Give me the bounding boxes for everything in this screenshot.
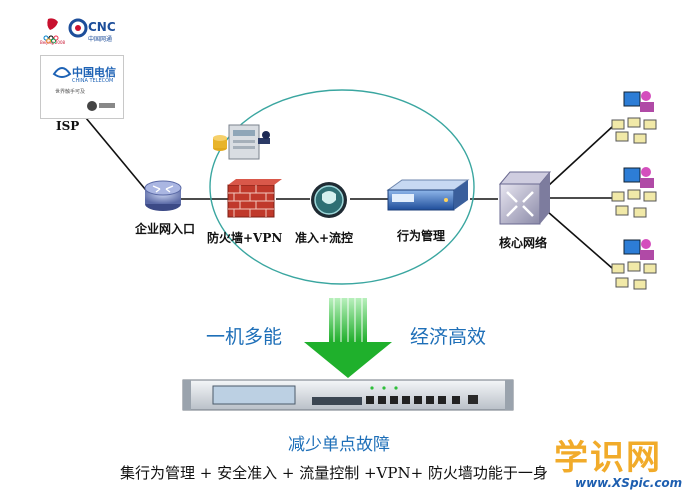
server-icon bbox=[213, 124, 270, 160]
behavior-appliance-icon bbox=[386, 179, 470, 211]
beijing-olympic-logo bbox=[42, 16, 64, 44]
china-telecom-en: CHINA TELECOM bbox=[72, 78, 114, 84]
cnc-logo-text: CNC bbox=[88, 20, 116, 34]
client-group-1 bbox=[611, 91, 657, 144]
consolidation-arrow bbox=[304, 298, 392, 378]
slogan-bottom: 减少单点故障 bbox=[288, 435, 390, 455]
behavior-label: 行为管理 bbox=[397, 229, 446, 243]
link-core-client-1 bbox=[547, 126, 613, 187]
china-telecom-logo-icon bbox=[52, 64, 72, 84]
firewall-label: 防火墙+VPN bbox=[207, 231, 283, 245]
china-telecom-slogan: 世界触手可及 bbox=[55, 89, 86, 95]
link-isp-router bbox=[85, 117, 151, 196]
isp-logo-panel bbox=[40, 55, 124, 119]
isp-label: ISP bbox=[56, 119, 80, 133]
client-group-2 bbox=[611, 167, 657, 218]
client-group-3 bbox=[611, 239, 657, 290]
integration-ellipse bbox=[209, 89, 475, 285]
cnc-logo-sub: 中国网通 bbox=[88, 36, 113, 43]
firewall-icon bbox=[227, 179, 282, 218]
cnc-logo-icon bbox=[68, 18, 88, 42]
watermark-url: www.XSpic.com bbox=[575, 476, 682, 490]
slogan-right: 经济高效 bbox=[410, 326, 487, 348]
beijing-logo-text: Beijing 2008 bbox=[40, 40, 66, 45]
link-core-client-3 bbox=[547, 211, 613, 269]
access-control-icon bbox=[311, 182, 347, 218]
summary-text: 集行为管理 + 安全准入 + 流量控制 +VPN+ 防火墙功能于一身 bbox=[120, 464, 548, 482]
router-label: 企业网入口 bbox=[135, 222, 196, 236]
router-icon bbox=[144, 180, 182, 211]
watermark-logo: 学识网 bbox=[554, 438, 662, 478]
isp-third-logo-icon bbox=[86, 98, 116, 117]
china-telecom-cn: 中国电信 bbox=[72, 66, 116, 79]
slogan-left: 一机多能 bbox=[206, 326, 283, 348]
integrated-appliance bbox=[182, 379, 514, 411]
core-switch-icon bbox=[498, 171, 552, 225]
access-label: 准入+流控 bbox=[295, 231, 354, 245]
core-label: 核心网络 bbox=[499, 236, 548, 250]
